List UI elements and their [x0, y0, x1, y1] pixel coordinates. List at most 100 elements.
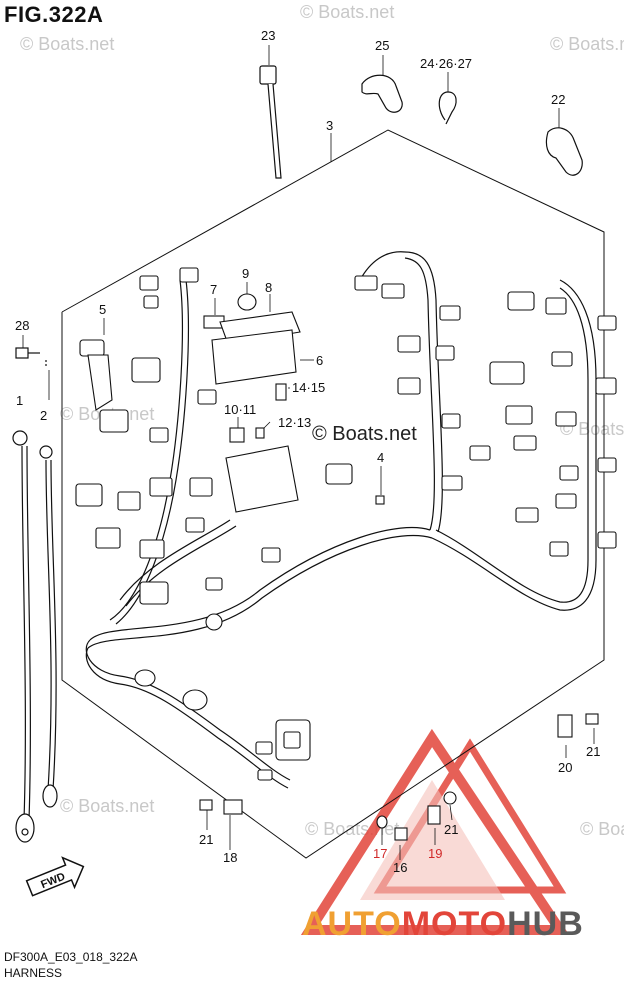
- bracket-5: [87, 354, 113, 411]
- label-10-11: 10·11: [224, 402, 256, 417]
- label-25: 25: [375, 38, 389, 53]
- relay-10-11: [229, 427, 245, 443]
- harness-sleeve-a: [134, 669, 156, 687]
- connector-z: [441, 413, 461, 429]
- connector-n: [139, 539, 165, 559]
- logo-triangle: [300, 728, 570, 935]
- label-9: 9: [242, 266, 249, 281]
- connector-ad: [545, 297, 567, 315]
- label-21-center: 21: [444, 822, 458, 837]
- footer-name: HARNESS: [4, 966, 63, 980]
- watermark-top-right: © Boats.net: [550, 34, 624, 54]
- main-connector-pins: [283, 731, 301, 749]
- connector-r: [325, 463, 353, 485]
- washer-17: [376, 815, 388, 829]
- label-12-13: 12·13: [278, 415, 311, 430]
- label-24-26-27: 24·26·27: [420, 56, 472, 71]
- bracket-18: [223, 799, 243, 815]
- watermark-bottom-right: © Boats.net: [580, 819, 624, 839]
- connector-f: [197, 389, 217, 405]
- label-22: 22: [551, 92, 565, 107]
- bolt-21a: [199, 799, 213, 811]
- fuse-4: [375, 495, 385, 505]
- connector-ae: [597, 315, 617, 331]
- connector-j: [117, 491, 141, 511]
- connector-ak: [513, 435, 537, 451]
- fwd-arrow: FWD: [25, 856, 85, 897]
- bolt-21c: [443, 791, 457, 805]
- watermark-center: © Boats.net: [312, 423, 417, 445]
- bracket-19: [427, 805, 441, 825]
- harness-small-parts: [87, 293, 385, 513]
- connector-ap: [549, 541, 569, 557]
- label-8: 8: [265, 280, 272, 295]
- connector-ac: [507, 291, 535, 311]
- label-28: 28: [15, 318, 29, 333]
- label-14-15: 14·15: [292, 380, 325, 395]
- bottom-hardware: [199, 713, 599, 841]
- fuse-14-15: [275, 383, 287, 401]
- bolt-21b: [585, 713, 599, 725]
- connector-t: [354, 275, 378, 291]
- fuse-block: [225, 445, 299, 513]
- connector-c: [143, 295, 159, 309]
- connector-ar: [255, 741, 273, 755]
- assembly-box: [61, 129, 605, 859]
- connector-i: [75, 483, 103, 507]
- label-20: 20: [558, 760, 572, 775]
- cable-tie-23: [259, 65, 282, 179]
- nut-16: [394, 827, 408, 841]
- connector-w: [397, 335, 421, 353]
- connector-h: [149, 427, 169, 443]
- connector-al: [559, 465, 579, 481]
- clip-24-26-27: [438, 91, 457, 125]
- connector-m: [95, 527, 121, 549]
- connector-x: [435, 345, 455, 361]
- label-18: 18: [223, 850, 237, 865]
- label-4: 4: [377, 450, 384, 465]
- label-23: 23: [261, 28, 275, 43]
- connector-ag: [551, 351, 573, 367]
- connector-p: [139, 581, 169, 605]
- label-7: 7: [210, 282, 217, 297]
- harness-sleeve-b: [182, 689, 208, 711]
- connector-aq: [597, 531, 617, 549]
- connector-as: [257, 769, 273, 781]
- connector-ah: [595, 377, 617, 395]
- connector-y: [397, 377, 421, 395]
- connector-k: [149, 477, 173, 497]
- connector-l: [189, 477, 213, 497]
- watermark-bottom-left: © Boats.net: [60, 796, 154, 816]
- label-2: 2: [40, 408, 47, 423]
- connector-ab: [441, 475, 463, 491]
- brand-part-moto: MOTO: [401, 905, 508, 943]
- connector-af: [489, 361, 525, 385]
- bracket-20: [557, 714, 573, 738]
- harness-connectors: [75, 267, 617, 781]
- brand-part-hub: HUB: [507, 905, 584, 943]
- relay-box-6: [211, 329, 297, 385]
- clamp-25: [361, 74, 403, 113]
- connector-aj: [555, 411, 577, 427]
- label-21-right: 21: [586, 744, 600, 759]
- connector-ao: [515, 507, 539, 523]
- battery-cable-2: [39, 445, 58, 808]
- label-19: 19: [428, 846, 442, 861]
- label-21-left: 21: [199, 832, 213, 847]
- label-5: 5: [99, 302, 106, 317]
- bolt-28: [15, 347, 47, 368]
- connector-g: [99, 409, 129, 433]
- connector-am: [597, 457, 617, 473]
- connector-v: [439, 305, 461, 321]
- connector-q: [205, 577, 223, 591]
- label-17: 17: [373, 846, 387, 861]
- leader-lines: [22, 45, 595, 860]
- connector-o: [185, 517, 205, 533]
- clamp-22: [545, 127, 583, 176]
- watermark-top: © Boats.net: [300, 2, 394, 22]
- label-16: 16: [393, 860, 407, 875]
- label-1: 1: [16, 393, 23, 408]
- connector-ai: [505, 405, 533, 425]
- brand-part-auto: AUTO: [302, 905, 402, 943]
